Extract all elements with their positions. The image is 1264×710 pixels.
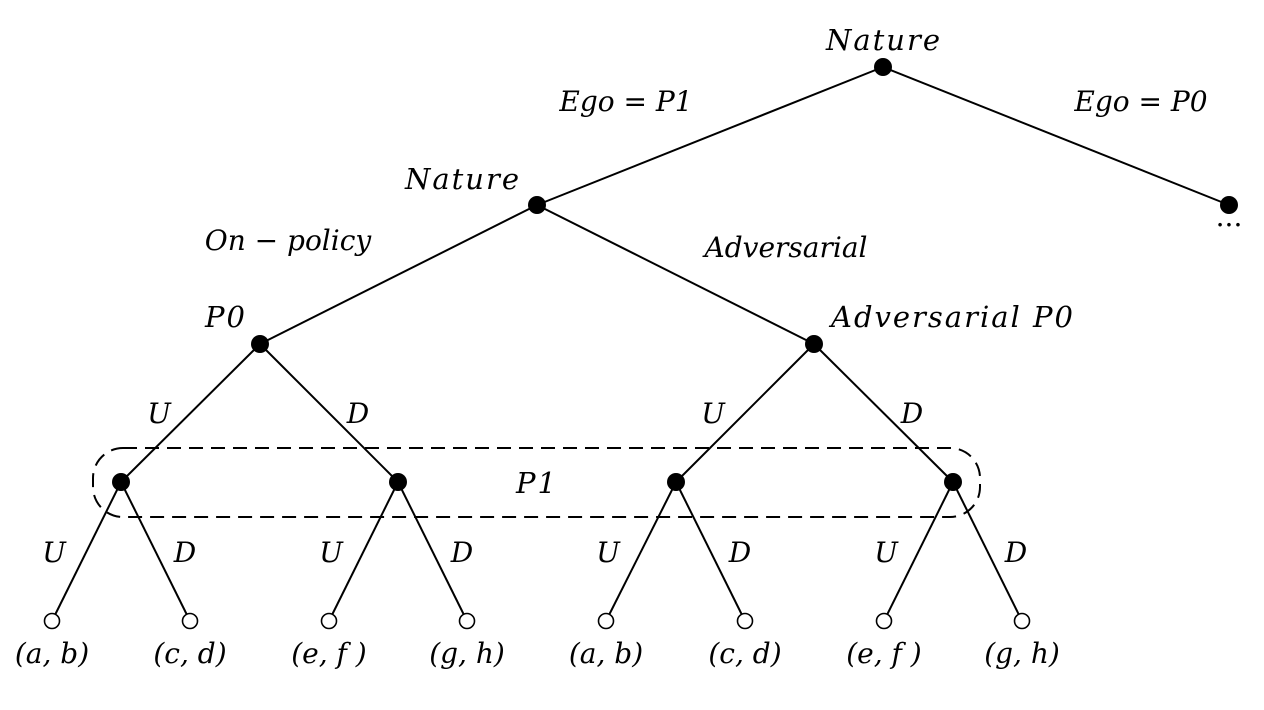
leaf-node	[736, 612, 754, 630]
edge-label-p0-down: D	[346, 397, 369, 430]
payoff-label: (a, b)	[569, 637, 643, 670]
node-p1-b	[389, 473, 407, 491]
tree-edges	[51, 66, 1230, 622]
edge-adv-up	[675, 343, 815, 483]
node-p1-c	[667, 473, 685, 491]
nature-node-label: Nature	[404, 162, 521, 196]
edge-p1c-down	[675, 481, 746, 622]
payoff-label: (g, h)	[984, 637, 1060, 670]
edge-label-p1-action: U	[596, 536, 621, 569]
node-p1-d	[944, 473, 962, 491]
edge-p0-up	[120, 343, 261, 483]
edge-p1d-down	[952, 481, 1023, 622]
edge-nature-right	[536, 204, 815, 345]
payoff-label: (e, f )	[846, 637, 921, 670]
node-nature	[528, 196, 546, 214]
edge-p1b-up	[328, 481, 399, 622]
edge-p1a-down	[120, 481, 191, 622]
decision-nodes	[112, 58, 1238, 491]
information-set-p1	[92, 447, 981, 518]
leaf-node	[1013, 612, 1031, 630]
terminal-nodes	[43, 612, 1031, 630]
node-ego-p0	[1220, 196, 1238, 214]
adversarial-p0-node-label: Adversarial P0	[828, 300, 1075, 334]
edge-label-adversarial: Adversarial	[702, 231, 868, 264]
edge-label-p1-action: U	[42, 536, 67, 569]
p0-node-label: P0	[204, 300, 247, 334]
payoff-label: (a, b)	[15, 637, 89, 670]
edge-label-ego-p0: Ego = P0	[1073, 85, 1207, 118]
payoff-label: (e, f )	[291, 637, 366, 670]
edge-label-p1-action: U	[319, 536, 344, 569]
edge-label-adv-down: D	[900, 397, 923, 430]
node-p1-a	[112, 473, 130, 491]
leaf-node	[181, 612, 199, 630]
continuation-ellipsis: ...	[1216, 200, 1243, 233]
node-p0	[251, 335, 269, 353]
edge-label-p0-up: U	[147, 397, 172, 430]
root-node-label: Nature	[825, 23, 942, 57]
edge-label-p1-action: D	[173, 536, 196, 569]
node-adversarial-p0	[805, 335, 823, 353]
edge-adv-down	[813, 343, 954, 483]
edge-root-right	[882, 66, 1230, 206]
edge-label-p1-action: D	[1004, 536, 1027, 569]
edge-label-p1-action: U	[874, 536, 899, 569]
edge-nature-left	[259, 204, 538, 345]
p1-infoset-label: P1	[515, 466, 558, 500]
edge-label-ego-p1: Ego = P1	[558, 85, 692, 118]
edge-p0-down	[259, 343, 399, 483]
edge-label-p1-action: D	[450, 536, 473, 569]
edge-p1b-down	[397, 481, 468, 622]
edge-label-on-policy: On − policy	[205, 224, 373, 257]
leaf-node	[320, 612, 338, 630]
edge-label-adv-up: U	[701, 397, 726, 430]
edge-p1a-up	[51, 481, 122, 622]
leaf-node	[43, 612, 61, 630]
payoff-label: (g, h)	[429, 637, 505, 670]
payoff-label: (c, d)	[708, 637, 781, 670]
payoff-label: (c, d)	[153, 637, 226, 670]
leaf-node	[875, 612, 893, 630]
leaf-node	[458, 612, 476, 630]
edge-p1c-up	[605, 481, 677, 622]
edge-label-p1-action: D	[728, 536, 751, 569]
edge-root-left	[536, 66, 884, 206]
leaf-node	[597, 612, 615, 630]
node-root	[874, 58, 892, 76]
edge-p1d-up	[883, 481, 954, 622]
